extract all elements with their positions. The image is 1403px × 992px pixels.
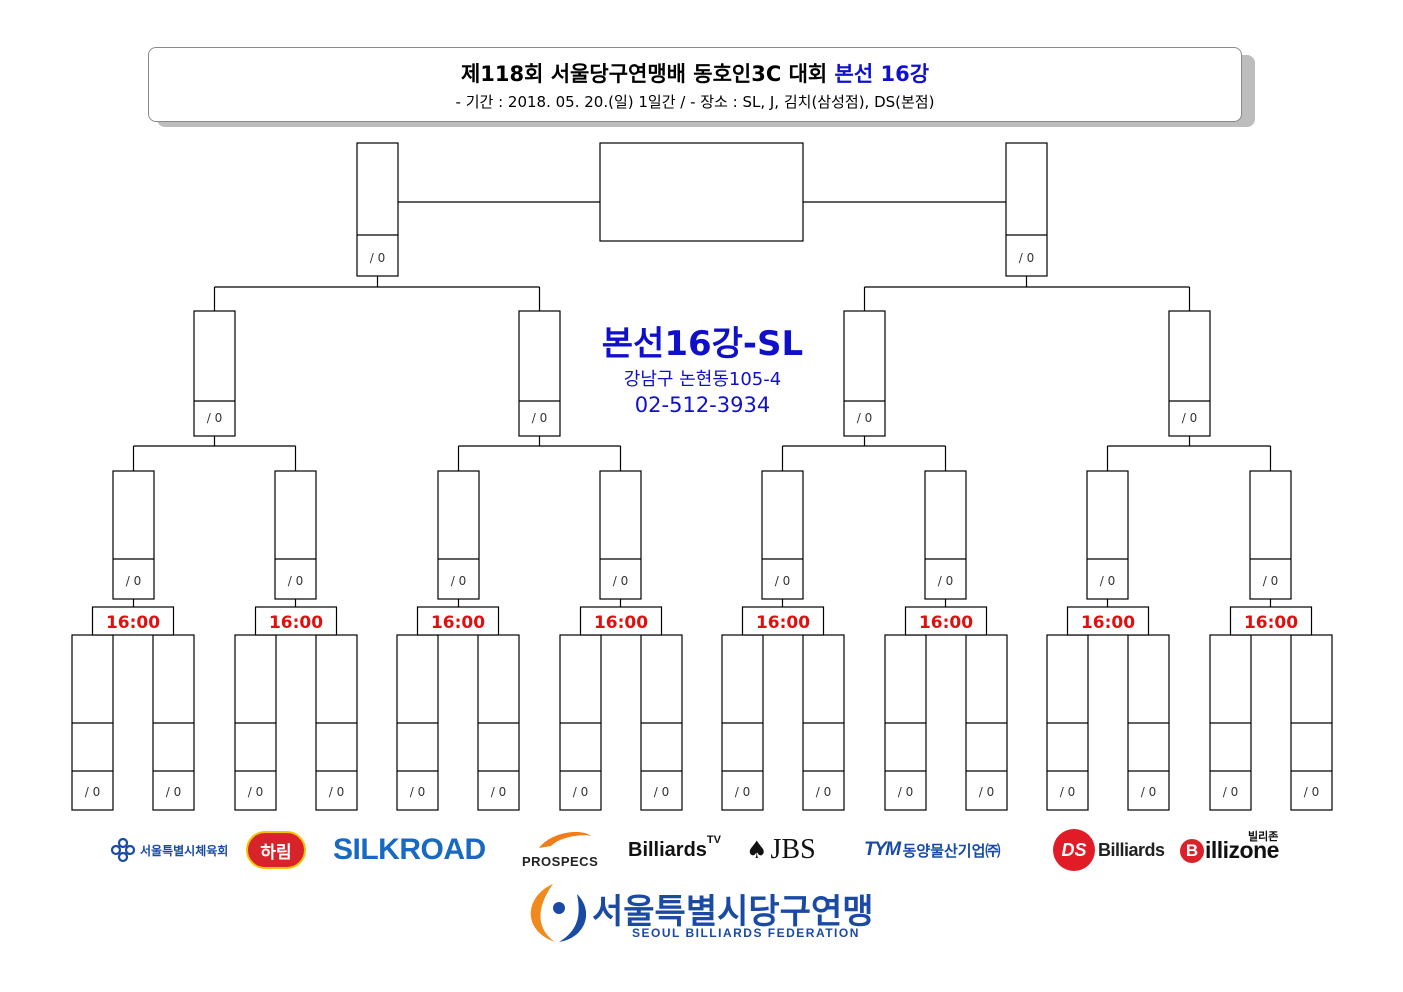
final-slot (356, 142, 399, 277)
billizone-label: illizone (1205, 837, 1279, 863)
final-slot-score: / 0 (1019, 251, 1035, 265)
page-subtitle: - 기간 : 2018. 05. 20.(일) 1일간 / - 장소 : SL,… (455, 93, 935, 111)
player-slot-score: / 0 (1223, 785, 1239, 799)
billiards-tv-label: Billiards (628, 838, 707, 861)
quarterfinal-slot (1086, 470, 1129, 600)
champion-box (599, 142, 804, 242)
seoul-sports-council-label: 서울특별시체육회 (140, 843, 229, 858)
match-time-box (91, 606, 175, 636)
quarterfinal-slot (924, 470, 967, 600)
semifinal-slot (193, 310, 236, 437)
match-time: 16:00 (269, 613, 323, 633)
semifinal-slot-score: / 0 (857, 411, 873, 425)
player-slot-score: / 0 (1060, 785, 1076, 799)
final-slot (1005, 142, 1048, 277)
player-slot-score: / 0 (979, 785, 995, 799)
silkroad-logo: SILKROAD (333, 828, 486, 872)
ds-billiards-label: Billiards (1098, 839, 1165, 860)
player-slot-score: / 0 (248, 785, 264, 799)
prospecs-swoosh-icon (539, 832, 591, 848)
harim-label: 하림 (260, 842, 292, 863)
billiards-tv-sup: TV (706, 834, 721, 846)
jbs-label: JBS (770, 834, 816, 865)
federation-name: 서울특별시당구연맹 (592, 892, 874, 932)
semifinal-slot (1168, 310, 1211, 437)
match-time: 16:00 (594, 613, 648, 633)
match-time: 16:00 (919, 613, 973, 633)
header-panel: 제118회 서울당구연맹배 동호인3C 대회 본선 16강 - 기간 : 201… (148, 47, 1242, 122)
player-slot-score: / 0 (735, 785, 751, 799)
quarterfinal-slot-score: / 0 (1263, 574, 1279, 588)
player-slot-score: / 0 (329, 785, 345, 799)
match-time-box (1066, 606, 1150, 636)
quarterfinal-slot (274, 470, 317, 600)
match-time: 16:00 (431, 613, 485, 633)
tym-label: 동양물산기업㈜ (902, 841, 1001, 860)
semifinal-slot-score: / 0 (207, 411, 223, 425)
match-time-box (254, 606, 338, 636)
jbs-logo: ♠ JBS (746, 828, 816, 872)
match-time-box (579, 606, 663, 636)
quarterfinal-slot-score: / 0 (1100, 574, 1116, 588)
ds-billiards-logo: DS Billiards (1053, 828, 1165, 872)
page-title: 제118회 서울당구연맹배 동호인3C 대회 본선 16강 (149, 58, 1241, 88)
venue-phone: 02-512-3934 (634, 393, 771, 417)
spade-icon: ♠ (746, 836, 768, 864)
ds-mark: DS (1061, 839, 1087, 860)
billiards-tv-logo: Billiards TV (628, 828, 721, 872)
tym-logo: TYM 동양물산기업㈜ (864, 828, 1000, 872)
title-accent: 본선 16강 (834, 62, 930, 86)
quarterfinal-slot-score: / 0 (126, 574, 142, 588)
player-slot-score: / 0 (1141, 785, 1157, 799)
quarterfinal-slot-score: / 0 (451, 574, 467, 588)
seoul-sports-council-logo: 서울특별시체육회 (110, 828, 228, 872)
tym-mark: TYM (864, 839, 901, 860)
quarterfinal-slot (599, 470, 642, 600)
silkroad-label: SILKROAD (333, 833, 486, 866)
player-slot-score: / 0 (491, 785, 507, 799)
player-slot-score: / 0 (166, 785, 182, 799)
quarterfinal-slot-score: / 0 (288, 574, 304, 588)
final-slot-score: / 0 (370, 251, 386, 265)
billizone-b-mark: B (1180, 839, 1204, 863)
harim-logo: 하림 (246, 828, 306, 872)
billizone-korean: 빌리존 (1248, 830, 1279, 843)
player-slot-score: / 0 (898, 785, 914, 799)
billizone-logo: 빌리존 B illizone (1180, 828, 1288, 872)
player-slot-score: / 0 (654, 785, 670, 799)
match-time-box (1229, 606, 1313, 636)
venue-address: 강남구 논현동105-4 (623, 369, 782, 390)
match-time-box (416, 606, 500, 636)
seoul-billiards-federation-emblem (530, 884, 587, 942)
prospecs-logo: PROSPECS (521, 828, 605, 872)
title-main: 제118회 서울당구연맹배 동호인3C 대회 (460, 62, 828, 86)
match-time-box (904, 606, 988, 636)
quarterfinal-slot-score: / 0 (613, 574, 629, 588)
player-slot-score: / 0 (573, 785, 589, 799)
semifinal-slot-score: / 0 (1182, 411, 1198, 425)
venue-info: 본선16강-SL 강남구 논현동105-4 02-512-3934 (560, 320, 845, 418)
quarterfinal-slot (437, 470, 480, 600)
player-slot-score: / 0 (1304, 785, 1320, 799)
player-slot-score: / 0 (816, 785, 832, 799)
match-time: 16:00 (106, 613, 160, 633)
player-slot-score: / 0 (410, 785, 426, 799)
match-time: 16:00 (1244, 613, 1298, 633)
seoul-sports-council-icon (110, 837, 136, 863)
venue-title: 본선16강-SL (601, 324, 804, 364)
quarterfinal-slot-score: / 0 (775, 574, 791, 588)
prospecs-label: PROSPECS (522, 854, 599, 869)
player-slot-score: / 0 (85, 785, 101, 799)
semifinal-slot (518, 310, 561, 437)
quarterfinal-slot-score: / 0 (938, 574, 954, 588)
match-time: 16:00 (756, 613, 810, 633)
semifinal-slot-score: / 0 (532, 411, 548, 425)
match-time: 16:00 (1081, 613, 1135, 633)
federation-name-english: SEOUL BILLIARDS FEDERATION (632, 926, 860, 940)
